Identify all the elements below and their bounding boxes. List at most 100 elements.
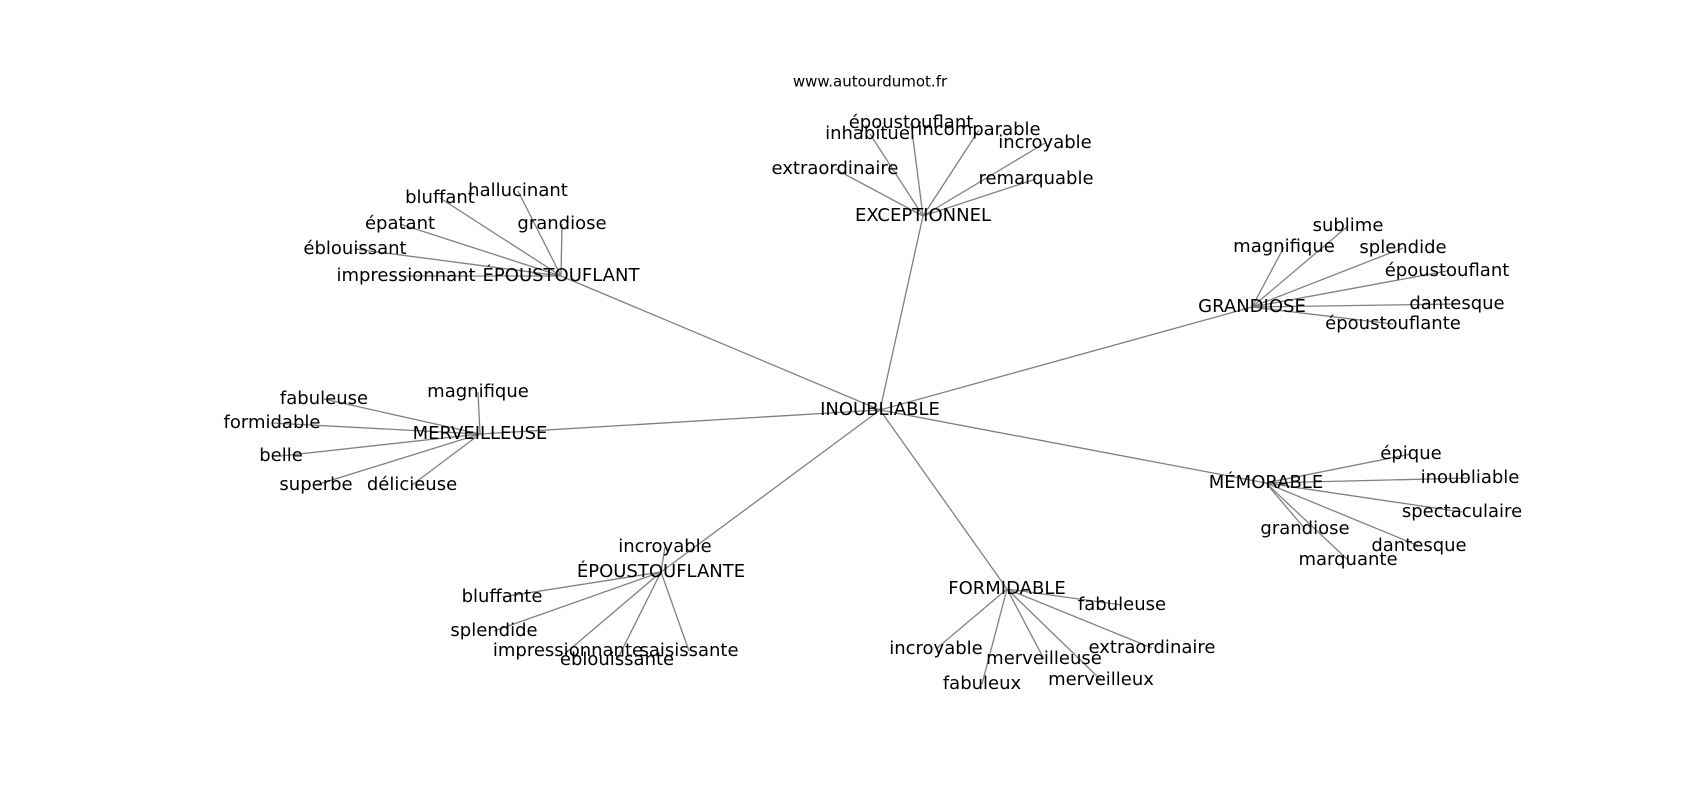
hub-node-label: GRANDIOSE bbox=[1198, 296, 1306, 317]
leaf-node-label: magnifique bbox=[427, 381, 529, 402]
edge-hub-to-leaf bbox=[1251, 303, 1458, 308]
edge-hub-to-leaf bbox=[1265, 477, 1471, 484]
edge-hub-to-leaf bbox=[910, 122, 924, 217]
edge-hub-to-leaf bbox=[660, 546, 666, 573]
leaf-node-label: époustouflant bbox=[849, 112, 974, 133]
leaf-node-label: extraordinaire bbox=[772, 158, 899, 179]
edge-center-to-hub bbox=[479, 409, 881, 435]
edge-hub-to-leaf bbox=[922, 178, 1037, 217]
hub-node-label: ÉPOUSTOUFLANT bbox=[483, 264, 641, 286]
leaf-node-label: éblouissant bbox=[303, 238, 406, 259]
leaf-node-label: délicieuse bbox=[367, 474, 457, 495]
leaf-node-label: belle bbox=[259, 445, 303, 466]
leaf-node-label: superbe bbox=[279, 474, 352, 495]
leaf-node-label: merveilleux bbox=[1048, 669, 1154, 690]
leaf-node-label: formidable bbox=[224, 412, 321, 433]
edge-center-to-hub bbox=[879, 409, 1008, 590]
edge-hub-to-leaf bbox=[1251, 246, 1285, 308]
edge-center-to-hub bbox=[879, 409, 1267, 484]
hub-node-label: MERVEILLEUSE bbox=[413, 423, 548, 444]
edge-hub-to-leaf bbox=[1251, 306, 1394, 325]
leaf-node-label: inoubliable bbox=[1421, 467, 1520, 488]
watermark-text: www.autourdumot.fr bbox=[793, 73, 948, 91]
edge-hub-to-leaf bbox=[323, 398, 481, 435]
edge-center-to-hub bbox=[879, 306, 1253, 411]
edge-hub-to-leaf bbox=[1265, 453, 1412, 484]
edge-hub-to-leaf bbox=[501, 571, 662, 598]
leaf-node-label: sublime bbox=[1313, 215, 1384, 236]
edge-center-to-hub bbox=[560, 275, 881, 411]
edge-hub-to-leaf bbox=[399, 223, 562, 277]
edge-hub-to-leaf bbox=[922, 142, 1046, 217]
edge-hub-to-leaf bbox=[935, 588, 1008, 650]
leaf-node-label: impressionnant bbox=[336, 265, 475, 286]
edge-hub-to-leaf bbox=[439, 197, 562, 277]
leaf-node-label: dantesque bbox=[1409, 293, 1504, 314]
leaf-node-label: remarquable bbox=[978, 168, 1093, 189]
edge-hub-to-leaf bbox=[1006, 588, 1123, 606]
edge-hub-to-leaf bbox=[1265, 482, 1463, 513]
leaf-node-label: fabuleuse bbox=[1078, 594, 1166, 615]
edge-hub-to-leaf bbox=[567, 571, 662, 652]
edge-center-to-hub bbox=[879, 215, 924, 411]
leaf-node-label: épique bbox=[1380, 443, 1441, 464]
leaf-node-label: extraordinaire bbox=[1089, 637, 1216, 658]
center-node-label: INOUBLIABLE bbox=[820, 399, 940, 420]
edge-hub-to-leaf bbox=[1265, 482, 1349, 561]
leaf-node-label: fabuleux bbox=[943, 673, 1022, 694]
edge-hub-to-leaf bbox=[1251, 270, 1448, 308]
leaf-node-label: bluffant bbox=[405, 187, 475, 208]
edge-hub-to-leaf bbox=[477, 391, 481, 435]
leaf-node-label: inhabituel bbox=[825, 123, 915, 144]
leaf-node-label: impressionnante bbox=[493, 640, 643, 661]
leaf-node-label: splendide bbox=[450, 620, 537, 641]
leaf-node-label: dantesque bbox=[1371, 535, 1466, 556]
edge-hub-to-leaf bbox=[1251, 225, 1349, 308]
edge-hub-to-leaf bbox=[315, 433, 481, 486]
leaf-node-label: magnifique bbox=[1233, 236, 1335, 257]
leaf-node-label: grandiose bbox=[1260, 518, 1349, 539]
leaf-node-label: éblouissante bbox=[560, 649, 674, 670]
edge-hub-to-leaf bbox=[280, 433, 481, 457]
edges-layer bbox=[271, 122, 1471, 685]
edge-hub-to-leaf bbox=[271, 422, 481, 435]
leaf-node-label: grandiose bbox=[517, 213, 606, 234]
edge-hub-to-leaf bbox=[354, 248, 562, 277]
hub-node-label: FORMIDABLE bbox=[948, 578, 1065, 599]
leaf-node-label: époustouflante bbox=[1325, 313, 1461, 334]
leaf-node-label: incroyable bbox=[618, 536, 712, 557]
leaf-node-label: marquante bbox=[1298, 549, 1397, 570]
edge-hub-to-leaf bbox=[493, 571, 662, 632]
edge-hub-to-leaf bbox=[517, 190, 562, 277]
labels-layer: INOUBLIABLEEXCEPTIONNELinhabituelépousto… bbox=[224, 112, 1523, 694]
hub-node-label: MÉMORABLE bbox=[1209, 471, 1323, 493]
edge-hub-to-leaf bbox=[981, 588, 1008, 685]
edge-hub-to-leaf bbox=[1265, 482, 1306, 530]
leaf-node-label: saisissante bbox=[639, 640, 738, 661]
edge-hub-to-leaf bbox=[1265, 482, 1420, 547]
edge-hub-to-leaf bbox=[1006, 588, 1153, 649]
edge-hub-to-leaf bbox=[560, 223, 563, 277]
edge-hub-to-leaf bbox=[616, 571, 662, 661]
edge-hub-to-leaf bbox=[869, 133, 924, 217]
leaf-node-label: merveilleuse bbox=[986, 648, 1102, 669]
leaf-node-label: fabuleuse bbox=[280, 388, 368, 409]
leaf-node-label: spectaculaire bbox=[1402, 501, 1522, 522]
edge-hub-to-leaf bbox=[834, 168, 924, 217]
leaf-node-label: splendide bbox=[1359, 237, 1446, 258]
edge-hub-to-leaf bbox=[922, 129, 980, 217]
leaf-node-label: incomparable bbox=[917, 119, 1040, 140]
leaf-node-label: bluffante bbox=[462, 586, 543, 607]
hub-node-label: EXCEPTIONNEL bbox=[855, 205, 991, 226]
leaf-node-label: époustouflant bbox=[1385, 260, 1510, 281]
hub-node-label: ÉPOUSTOUFLANTE bbox=[577, 560, 745, 582]
leaf-node-label: hallucinant bbox=[468, 180, 568, 201]
edge-center-to-hub bbox=[660, 409, 881, 573]
leaf-node-label: incroyable bbox=[998, 132, 1092, 153]
edge-hub-to-leaf bbox=[660, 571, 690, 652]
leaf-node-label: épatant bbox=[365, 213, 435, 234]
edge-hub-to-leaf bbox=[1006, 588, 1102, 681]
edge-hub-to-leaf bbox=[1006, 588, 1045, 660]
leaf-node-label: incroyable bbox=[889, 638, 983, 659]
